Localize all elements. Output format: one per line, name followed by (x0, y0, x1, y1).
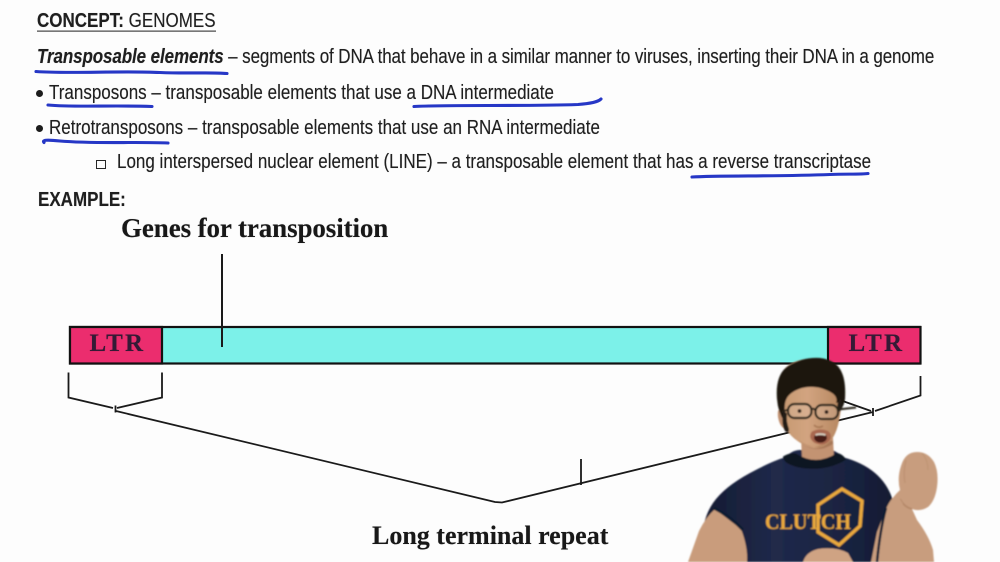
svg-text:CLUTCH: CLUTCH (765, 509, 851, 534)
